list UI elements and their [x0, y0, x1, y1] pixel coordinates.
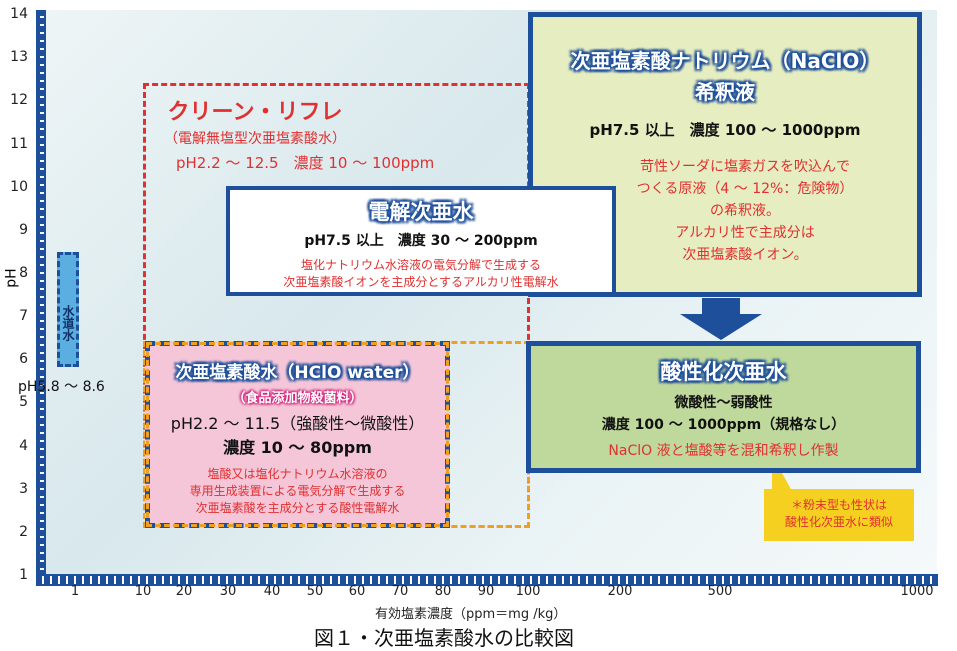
clean-reflet-subtitle: （電解無塩型次亜塩素酸水）: [164, 131, 346, 147]
naclo-title-1: 次亜塩素酸ナトリウム（NaClO）: [570, 49, 880, 73]
hclo-title: 次亜塩素酸水（HClO water）: [175, 363, 420, 383]
naclo-desc-4: 次亜塩素酸イオン。: [682, 247, 808, 263]
acidic-title: 酸性化次亜水: [660, 360, 787, 384]
clean-reflet-spec: pH2.2 ～ 12.5 濃度 10 ～ 100ppm: [176, 154, 435, 172]
x-tick-label: 200: [607, 584, 633, 599]
x-tick-label: 80: [434, 584, 452, 599]
acidic-desc: NaClO 液と塩酸等を混和希釈し作製: [608, 443, 839, 459]
denkai-title: 電解次亜水: [368, 200, 474, 224]
x-tick-label: 20: [175, 584, 193, 599]
naclo-desc-2: の希釈液。: [710, 203, 780, 219]
hclo-badge: （食品添加物殺菌料）: [232, 391, 363, 406]
x-tick-label: 100: [515, 584, 541, 599]
y-tick-label: 8: [19, 264, 28, 281]
y-tick-label: 13: [10, 49, 28, 66]
y-tick-label: 9: [19, 221, 28, 238]
x-tick-label: 70: [391, 584, 409, 599]
hclo-desc-0: 塩酸又は塩化ナトリウム水溶液の: [207, 467, 388, 481]
denkai-desc-2: 次亜塩素酸イオンを主成分とするアルカリ性電解水: [283, 275, 559, 289]
hclo-spec-1: pH2.2 ～ 11.5（強酸性～微酸性）: [170, 414, 425, 433]
hclo-box: 次亜塩素酸水（HClO water） （食品添加物殺菌料） pH2.2 ～ 11…: [145, 341, 450, 528]
x-tick-label: 40: [263, 584, 281, 599]
note-line-2: 酸性化次亜水に類似: [784, 515, 893, 529]
naclo-box: 次亜塩素酸ナトリウム（NaClO） 希釈液 pH7.5 以上 濃度 100 ～ …: [528, 12, 922, 297]
y-tick-label: 5: [19, 394, 28, 411]
hclo-spec-2: 濃度 10 ～ 80ppm: [223, 438, 372, 457]
naclo-desc-0: 苛性ソーダに塩素ガスを吹込んで: [640, 159, 850, 175]
tap-water-label: 水道水: [61, 304, 75, 341]
note-pointer-icon: [772, 473, 792, 491]
y-tick-label: 7: [19, 308, 28, 325]
y-tick-label: 1: [19, 567, 28, 583]
y-axis: [36, 10, 46, 580]
denkai-desc-1: 塩化ナトリウム水溶液の電気分解で生成する: [300, 258, 541, 272]
naclo-spec: pH7.5 以上 濃度 100 ～ 1000ppm: [589, 121, 861, 139]
acidic-spec-2: 濃度 100 ～ 1000ppm（規格なし）: [601, 417, 846, 433]
y-tick-label: 3: [19, 480, 28, 497]
x-axis-label: 有効塩素濃度（ppm＝mg /kg）: [375, 607, 567, 622]
x-tick-label: 30: [219, 584, 237, 599]
x-tick-label: 1000: [900, 584, 934, 599]
x-axis: [36, 574, 938, 586]
denkai-box: 電解次亜水 pH7.5 以上 濃度 30 ～ 200ppm 塩化ナトリウム水溶液…: [226, 186, 616, 296]
x-tick-label: 90: [477, 584, 495, 599]
y-tick-label: 10: [10, 178, 28, 195]
naclo-desc-1: つくる原液（4 ～ 12%：危険物）: [636, 181, 854, 197]
clean-reflet-title: クリーン・リフレ: [167, 100, 343, 125]
x-tick-label: 500: [707, 584, 733, 599]
naclo-title-2: 希釈液: [695, 80, 755, 104]
y-tick-label: 12: [10, 92, 28, 109]
y-tick-label: 6: [19, 351, 28, 368]
tap-water-range: pH5.8 ～ 8.6: [18, 379, 105, 395]
y-tick-label: 2: [19, 523, 28, 540]
y-tick-label: 11: [10, 135, 28, 152]
note-box: ＊粉末型も性状は 酸性化次亜水に類似: [764, 489, 914, 541]
figure-caption: 図１・次亜塩素酸水の比較図: [314, 626, 574, 650]
acidic-spec-1: 微酸性～弱酸性: [674, 395, 773, 411]
y-tick-label: 4: [19, 437, 28, 454]
y-tick-label: 14: [10, 6, 28, 23]
x-tick-label: 60: [348, 584, 366, 599]
denkai-spec: pH7.5 以上 濃度 30 ～ 200ppm: [304, 233, 538, 249]
x-tick-label: 50: [306, 584, 324, 599]
y-axis-label: pH: [3, 268, 20, 288]
tap-water-box: 水道水: [57, 252, 79, 367]
naclo-desc-3: アルカリ性で主成分は: [675, 225, 815, 241]
hclo-desc-1: 専用生成装置による電気分解で生成する: [189, 484, 406, 498]
x-tick-label: 10: [134, 584, 152, 599]
x-tick-label: 1: [70, 584, 80, 599]
down-arrow-icon: [680, 298, 762, 340]
note-line-1: ＊粉末型も性状は: [790, 498, 887, 512]
acidic-hypochlorous-box: 酸性化次亜水 微酸性～弱酸性 濃度 100 ～ 1000ppm（規格なし） Na…: [526, 341, 921, 473]
hclo-desc-2: 次亜塩素酸を主成分とする酸性電解水: [195, 501, 400, 515]
